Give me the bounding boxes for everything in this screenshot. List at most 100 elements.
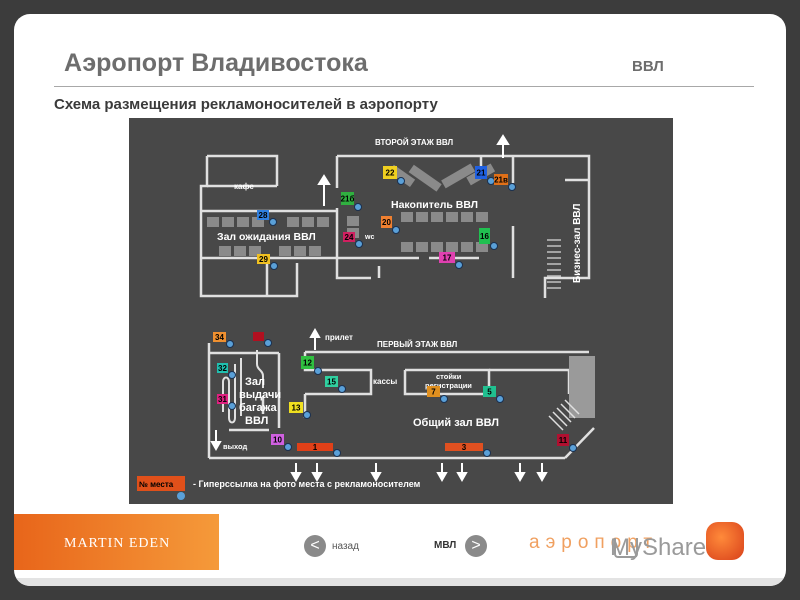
marker-17[interactable]: 17 — [439, 252, 463, 269]
marker-box — [253, 332, 264, 341]
room-exit: выход — [223, 442, 247, 451]
marker-label: 24 — [345, 233, 354, 242]
marker-22[interactable]: 22 — [383, 166, 405, 185]
legend-badge-bg — [137, 476, 185, 491]
marker-28[interactable]: 28 — [257, 210, 277, 226]
marker-29[interactable]: 29 — [257, 254, 278, 270]
marker-11[interactable]: 11 — [557, 434, 577, 452]
magnifier-icon — [496, 395, 504, 403]
marker-5[interactable]: 5 — [483, 386, 504, 403]
marker-label: 13 — [292, 404, 301, 413]
terminal-code: ВВЛ — [632, 58, 664, 75]
marker-box — [257, 210, 269, 220]
marker-box — [475, 166, 487, 179]
marker-box — [494, 174, 508, 185]
magnifier-icon — [264, 339, 272, 347]
upper-floor-walls — [199, 154, 591, 298]
marker-label: 32 — [218, 364, 227, 373]
room-waiting-hall: Зал ожидания ВВЛ — [217, 231, 316, 243]
room-cashier: кассы — [373, 377, 397, 386]
marker-label: 3 — [462, 443, 467, 452]
next-label[interactable]: МВЛ — [434, 540, 457, 551]
marker-7[interactable]: 7 — [427, 386, 448, 403]
marker-label: 20 — [382, 218, 391, 227]
magnifier-icon — [355, 240, 363, 248]
magnifier-icon — [270, 262, 278, 270]
marker-box — [217, 363, 228, 373]
marker-box — [381, 216, 392, 228]
marker-label: 15 — [327, 378, 336, 387]
marker-13[interactable]: 13 — [289, 402, 311, 419]
room-wc: wc — [364, 234, 374, 241]
marker-label: 17 — [443, 254, 452, 263]
marker-box — [343, 232, 355, 242]
marker-label: 10 — [273, 436, 282, 445]
marker-15[interactable]: 15 — [325, 376, 346, 393]
marker-label: 7 — [431, 388, 436, 397]
marker-label: 12 — [303, 359, 312, 368]
magnifier-icon — [490, 242, 498, 250]
marker-box — [439, 252, 455, 263]
marker-1[interactable]: 1 — [297, 443, 341, 457]
tomato-logo-icon — [706, 522, 744, 560]
marker-label: 29 — [259, 255, 268, 264]
back-label[interactable]: назад — [332, 541, 359, 552]
marker-21[interactable]: 21 — [475, 166, 495, 185]
page-title: Аэропорт Владивостока — [64, 49, 368, 77]
magnifier-icon — [508, 183, 516, 191]
marker-34[interactable]: 34 — [213, 332, 234, 348]
lower-floor-arrows — [210, 327, 548, 483]
marker-21б[interactable]: 21б — [341, 192, 362, 211]
brand-word: аэропорт — [529, 532, 659, 553]
marker-3[interactable]: 3 — [445, 443, 491, 457]
marker-20[interactable]: 20 — [381, 216, 400, 234]
marker-label: 21б — [341, 195, 355, 204]
marker-box — [445, 443, 483, 451]
room-baggage-1: Зал — [245, 376, 265, 388]
header-divider — [54, 86, 754, 87]
marker-box — [557, 434, 569, 446]
marker-label: 21в — [494, 176, 508, 185]
magnifier-icon — [338, 385, 346, 393]
magnifier-icon — [397, 177, 405, 185]
upper-seats — [207, 163, 496, 256]
marker-21в[interactable]: 21в — [494, 174, 516, 191]
room-baggage-4: ВВЛ — [245, 415, 268, 427]
upper-floor-title: ВТОРОЙ ЭТАЖ ВВЛ — [375, 138, 453, 147]
marker-label: 11 — [559, 436, 568, 445]
magnifier-icon — [455, 261, 463, 269]
marker-label: 28 — [259, 211, 268, 220]
room-baggage-2: выдачи — [239, 389, 281, 401]
marker-32[interactable]: 32 — [217, 363, 236, 379]
back-button[interactable]: < — [304, 535, 326, 557]
legend-badge: № места — [139, 480, 174, 489]
room-baggage-3: багажа — [239, 402, 278, 414]
room-cafe: кафе — [234, 182, 254, 191]
magnifier-icon — [226, 340, 234, 348]
marker-label: 16 — [480, 232, 489, 241]
floor-plan: ВТОРОЙ ЭТАЖ ВВЛ кафе Зал ожидания ВВЛ На… — [129, 118, 673, 504]
marker-24[interactable]: 24 — [343, 232, 363, 248]
marker-box — [483, 386, 496, 397]
room-checkin-1: стойки — [436, 372, 462, 381]
marker-31[interactable]: 31 — [217, 394, 236, 410]
marker-16[interactable]: 16 — [479, 228, 498, 250]
room-arrival: прилет — [325, 333, 353, 342]
card-bottom-strip — [14, 578, 786, 586]
next-button[interactable]: > — [465, 535, 487, 557]
room-checkin-2: регистрации — [425, 381, 472, 390]
marker-unnumbered[interactable] — [253, 332, 272, 347]
room-general-hall: Общий зал ВВЛ — [413, 417, 499, 429]
magnifier-icon — [228, 402, 236, 410]
upper-floor-arrows — [317, 134, 510, 206]
marker-label: 1 — [313, 443, 318, 452]
magnifier-icon — [354, 203, 362, 211]
marker-12[interactable]: 12 — [301, 356, 322, 375]
marker-box — [301, 356, 314, 369]
marker-box — [213, 332, 226, 342]
marker-10[interactable]: 10 — [271, 434, 292, 451]
magnifier-icon — [333, 449, 341, 457]
magnifier-icon — [440, 395, 448, 403]
page-subtitle: Схема размещения рекламоносителей в аэро… — [54, 96, 438, 113]
marker-box — [325, 376, 338, 387]
